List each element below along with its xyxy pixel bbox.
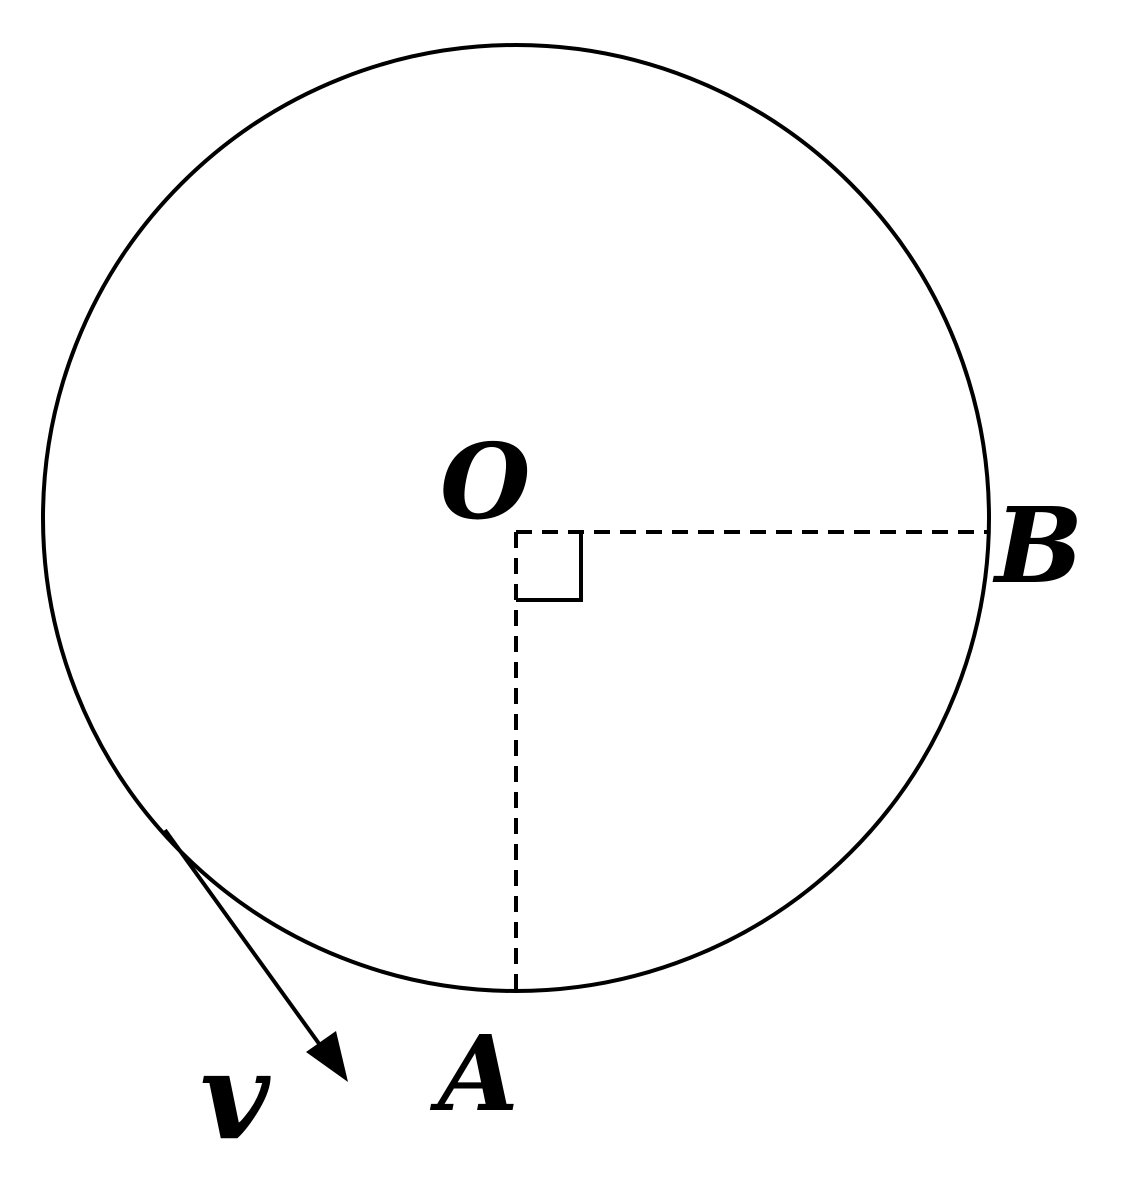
- right-angle-marker: [516, 532, 583, 602]
- label-point-b: B: [992, 484, 1083, 607]
- label-center-o: O: [440, 420, 531, 543]
- velocity-vector-line: [163, 828, 327, 1054]
- label-velocity-v: v: [200, 1026, 271, 1167]
- label-point-a: A: [429, 1012, 519, 1135]
- circle: [41, 43, 991, 993]
- velocity-arrowhead: [306, 1031, 348, 1082]
